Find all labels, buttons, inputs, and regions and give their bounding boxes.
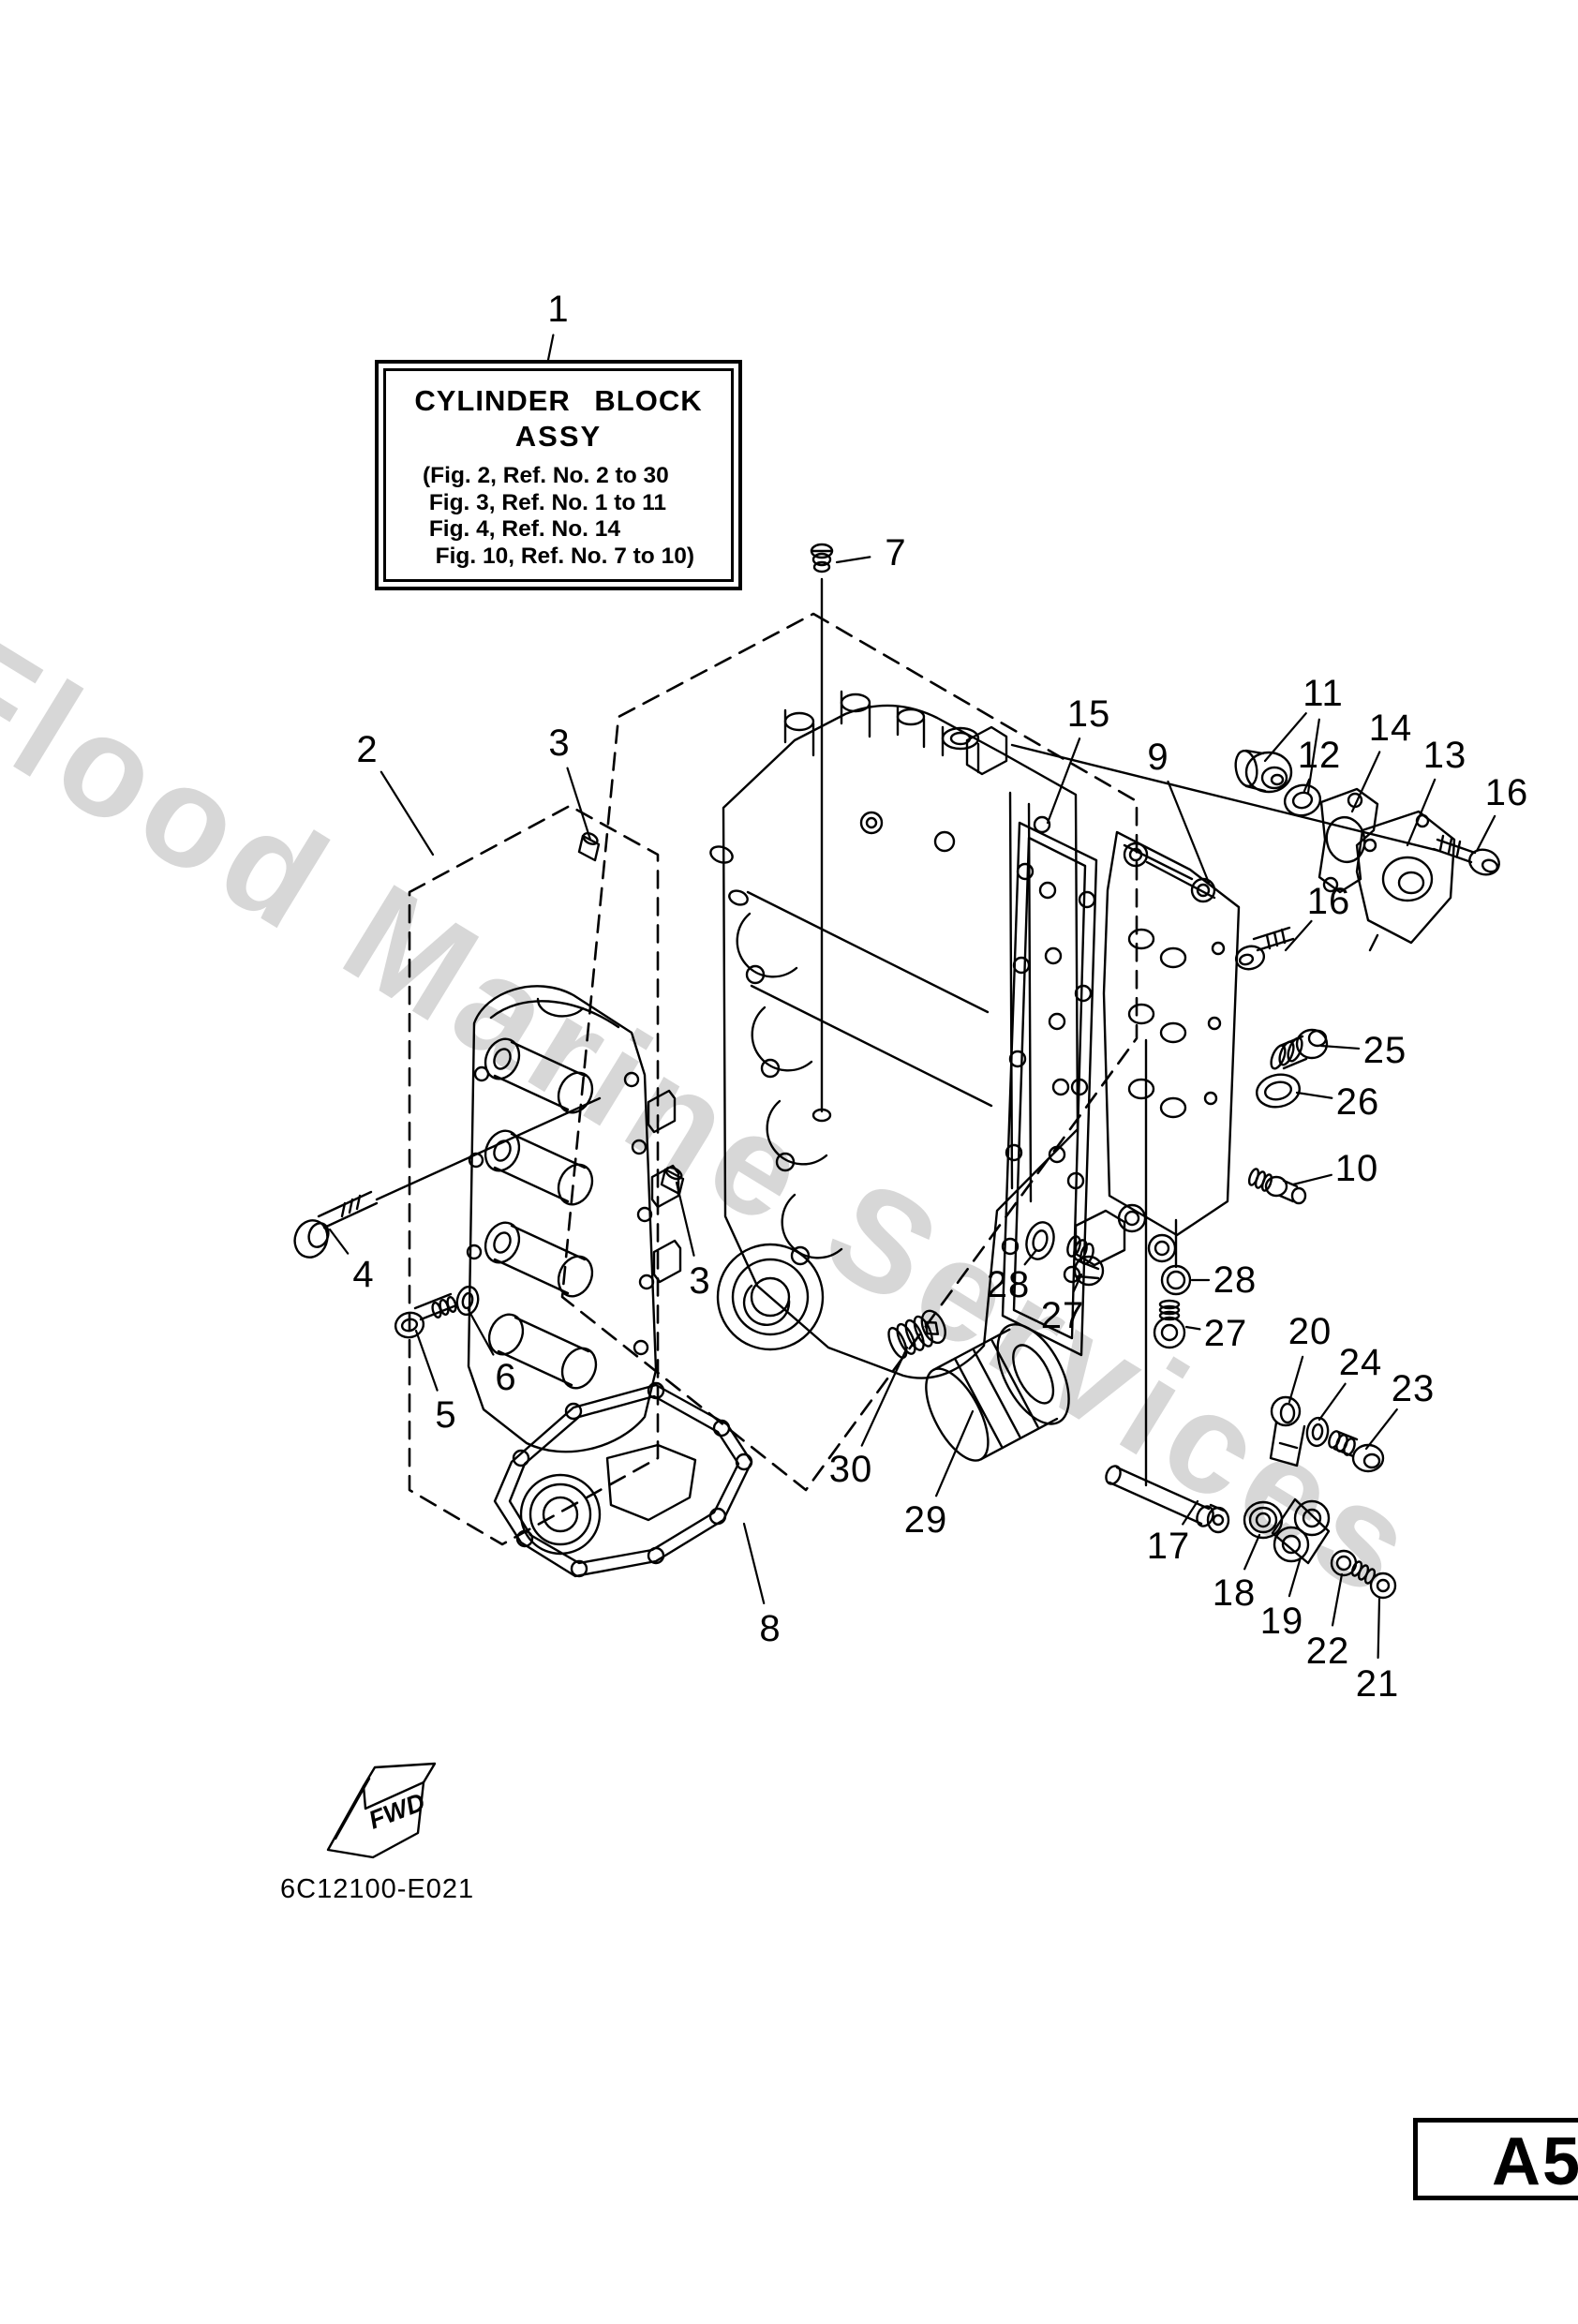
callout-28: 28 [986, 1264, 1031, 1305]
assembly-subtitle: ASSY [514, 420, 603, 453]
callout-27: 27 [1203, 1313, 1248, 1354]
fitting-art [1247, 1168, 1307, 1205]
callout-8: 8 [759, 1608, 782, 1649]
long-bolt-art [293, 1096, 602, 1259]
callout-13: 13 [1422, 735, 1467, 776]
bolt-art [1234, 834, 1500, 971]
callout-20: 20 [1288, 1311, 1332, 1352]
assembly-references: (Fig. 2, Ref. No. 2 to 30 Fig. 3, Ref. N… [423, 463, 694, 569]
mount-parts-art [1105, 1465, 1397, 1600]
lower-gasket-art [493, 1381, 753, 1578]
o-ring-art [1256, 1073, 1301, 1109]
page-label-box [1413, 2118, 1578, 2200]
callout-17: 17 [1146, 1526, 1191, 1567]
callout-11: 11 [1303, 673, 1344, 714]
callout-24: 24 [1338, 1342, 1383, 1383]
callout-22: 22 [1305, 1631, 1350, 1672]
anode-plug-art [1270, 1028, 1329, 1070]
callout-16: 16 [1484, 772, 1529, 813]
callout-26: 26 [1335, 1081, 1380, 1123]
callout-12: 12 [1297, 735, 1342, 776]
oil-plug-art [887, 1309, 946, 1359]
assembly-title-box: CYLINDER BLOCK ASSY (Fig. 2, Ref. No. 2 … [375, 360, 742, 590]
thermostat-art [1234, 749, 1293, 794]
callout-leader-lines [328, 334, 1496, 1660]
callout-14: 14 [1368, 708, 1413, 749]
callout-1: 1 [547, 289, 570, 330]
oil-filter-art [925, 1323, 1070, 1462]
callout-10: 10 [1334, 1148, 1379, 1189]
callout-29: 29 [903, 1499, 948, 1541]
callout-16: 16 [1306, 881, 1351, 922]
callout-27: 27 [1040, 1295, 1085, 1336]
fwd-arrow-icon [326, 1762, 437, 1859]
callout-7: 7 [885, 532, 907, 574]
anchor-bracket-art [1269, 1395, 1385, 1473]
seal-ring-art [1283, 783, 1322, 817]
callout-3: 3 [548, 723, 571, 764]
dashed-boundaries [408, 612, 1139, 1546]
callout-18: 18 [1212, 1572, 1257, 1614]
cylinder-block-art [709, 577, 1079, 1379]
callout-23: 23 [1391, 1368, 1436, 1409]
short-bolt-art [394, 1285, 480, 1339]
callout-9: 9 [1147, 737, 1169, 778]
drain-plug-art [1025, 1221, 1192, 1349]
callout-6: 6 [495, 1357, 517, 1398]
gasket-plate-art [1001, 821, 1098, 1357]
assembly-title: CYLINDER BLOCK [414, 384, 703, 417]
callout-28: 28 [1213, 1259, 1258, 1301]
callout-5: 5 [435, 1394, 457, 1436]
misc-lines [1010, 743, 1441, 1487]
callout-4: 4 [352, 1254, 375, 1295]
assembly-title-box-inner: CYLINDER BLOCK ASSY (Fig. 2, Ref. No. 2 … [383, 368, 734, 582]
diagram-code: 6C12100-E021 [280, 1874, 475, 1904]
callout-25: 25 [1362, 1030, 1407, 1071]
callout-3: 3 [689, 1260, 711, 1302]
callout-2: 2 [356, 729, 379, 770]
callout-15: 15 [1066, 693, 1111, 735]
page-label: A5 [1492, 2124, 1578, 2199]
callout-30: 30 [828, 1449, 873, 1490]
callout-19: 19 [1259, 1601, 1304, 1642]
screw-art [810, 543, 834, 574]
callout-21: 21 [1355, 1663, 1400, 1705]
side-cover-art [1074, 830, 1241, 1267]
